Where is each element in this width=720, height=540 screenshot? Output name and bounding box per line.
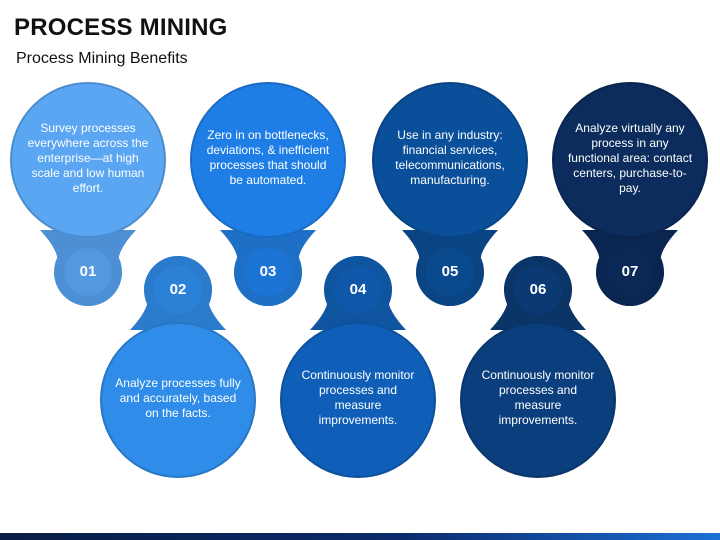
step-number: 06 (529, 281, 547, 298)
step-text: Zero in on bottlenecks, deviations, & in… (206, 128, 330, 187)
step-circle (374, 84, 526, 236)
step-badge (426, 248, 474, 296)
step-number: 03 (259, 263, 277, 280)
step-text: Use in any industry: financial services,… (395, 128, 505, 187)
step-badge (64, 248, 112, 296)
step-circle (192, 84, 344, 236)
step-04 (280, 256, 436, 478)
step-text: Analyze virtually any process in any fun… (567, 120, 693, 195)
step-07 (552, 82, 708, 306)
step-circle (102, 324, 254, 476)
step-number: 01 (79, 263, 97, 280)
page-subtitle: Process Mining Benefits (16, 50, 188, 67)
step-badge (154, 266, 202, 314)
step-02 (100, 256, 256, 478)
step-badge (244, 248, 292, 296)
step-circle (554, 84, 706, 236)
step-text: Continuously monitor processes and measu… (481, 368, 595, 427)
step-number: 07 (621, 263, 639, 280)
step-circle (462, 324, 614, 476)
step-text: Survey processes everywhere across the e… (27, 120, 149, 195)
step-text: Analyze processes fully and accurately, … (115, 375, 241, 420)
step-06 (460, 256, 616, 478)
step-text: Continuously monitor processes and measu… (301, 368, 415, 427)
step-badge (334, 266, 382, 314)
step-number: 02 (169, 281, 187, 298)
step-circle (282, 324, 434, 476)
bottom-accent-bar (0, 533, 720, 540)
page-title: PROCESS MINING (14, 14, 228, 41)
step-number: 04 (349, 281, 367, 298)
step-circle (12, 84, 164, 236)
step-01 (10, 82, 166, 306)
step-badge (514, 266, 562, 314)
step-badge (606, 248, 654, 296)
step-05 (372, 82, 528, 306)
step-number: 05 (441, 263, 459, 280)
step-03 (190, 82, 346, 306)
